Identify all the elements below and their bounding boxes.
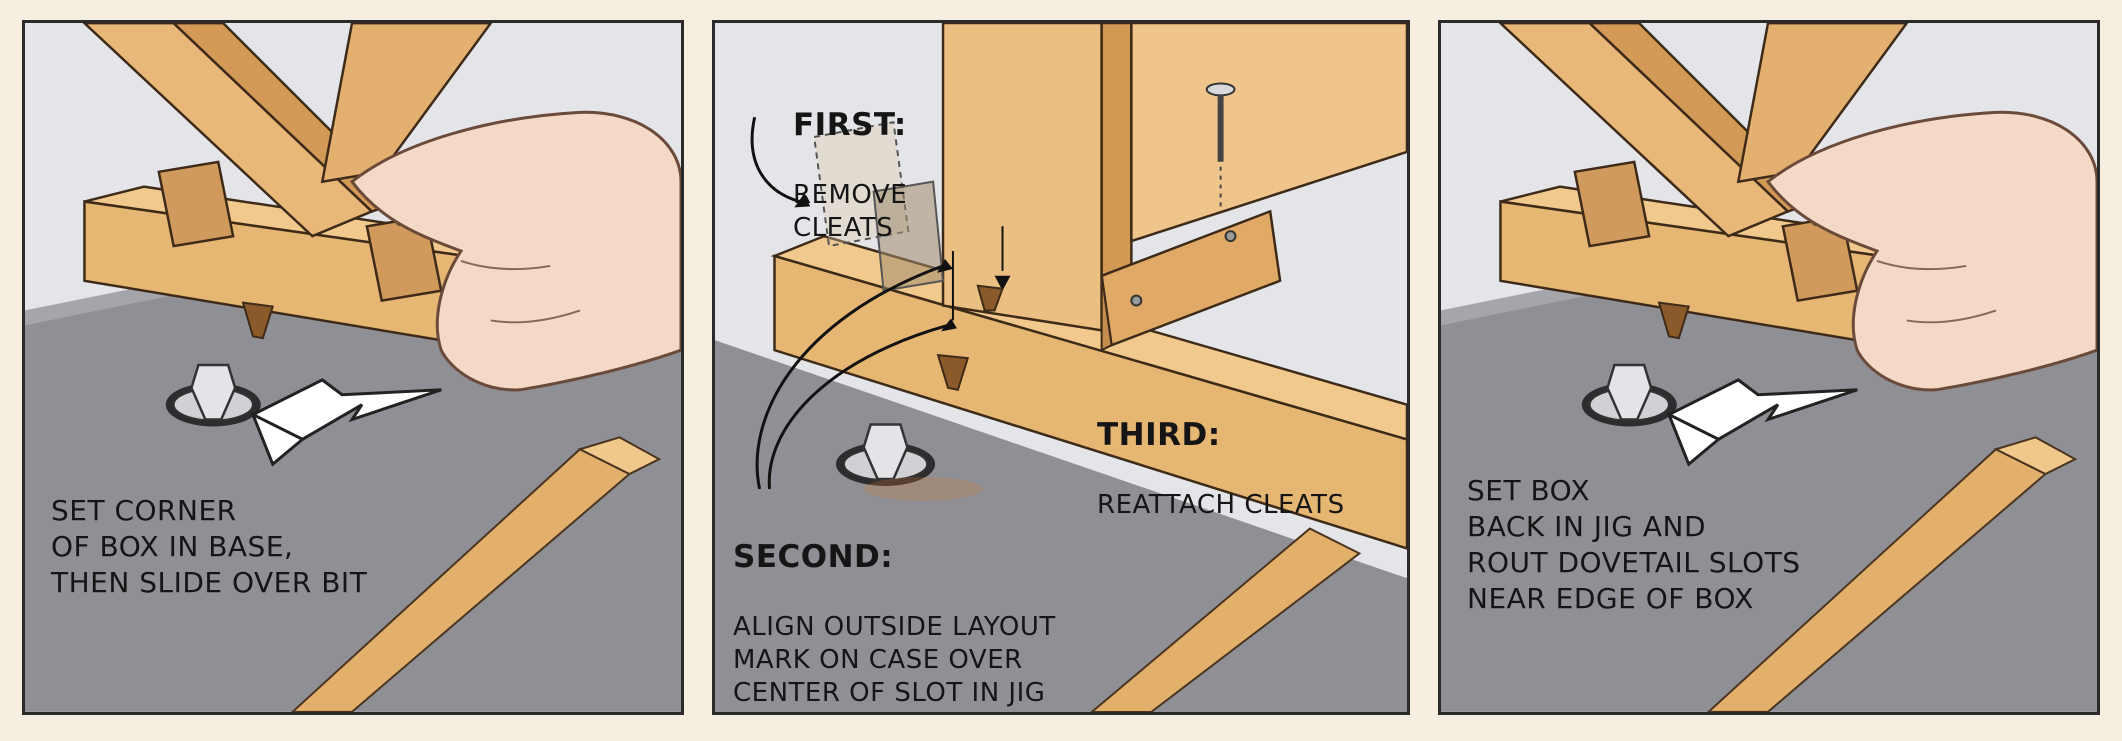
panel-2-illustration [715, 23, 1407, 712]
first-heading: FIRST: [793, 107, 907, 143]
second-heading: SECOND: [733, 539, 894, 575]
panel-2-first-caption: FIRST: REMOVE CLEATS [793, 71, 907, 281]
panel-1-caption: SET CORNER OF BOX IN BASE, THEN SLIDE OV… [51, 494, 368, 599]
panel-3-caption: SET BOX BACK IN JIG AND ROUT DOVETAIL SL… [1467, 474, 1801, 615]
first-text: REMOVE CLEATS [793, 180, 908, 243]
panel-2-third-caption: THIRD: REATTACH CLEATS [1097, 381, 1345, 558]
second-text: ALIGN OUTSIDE LAYOUT MARK ON CASE OVER C… [733, 612, 1056, 708]
panel-2-second-caption: SECOND: ALIGN OUTSIDE LAYOUT MARK ON CAS… [733, 503, 1056, 712]
third-heading: THIRD: [1097, 417, 1221, 453]
panel-1-illustration [25, 23, 681, 712]
panel-3-illustration [1441, 23, 2097, 712]
panel-3: SET BOX BACK IN JIG AND ROUT DOVETAIL SL… [1438, 20, 2100, 715]
third-text: REATTACH CLEATS [1097, 490, 1345, 520]
panel-2: FIRST: REMOVE CLEATS SECOND: ALIGN OUTSI… [712, 20, 1410, 715]
panel-1: SET CORNER OF BOX IN BASE, THEN SLIDE OV… [22, 20, 684, 715]
